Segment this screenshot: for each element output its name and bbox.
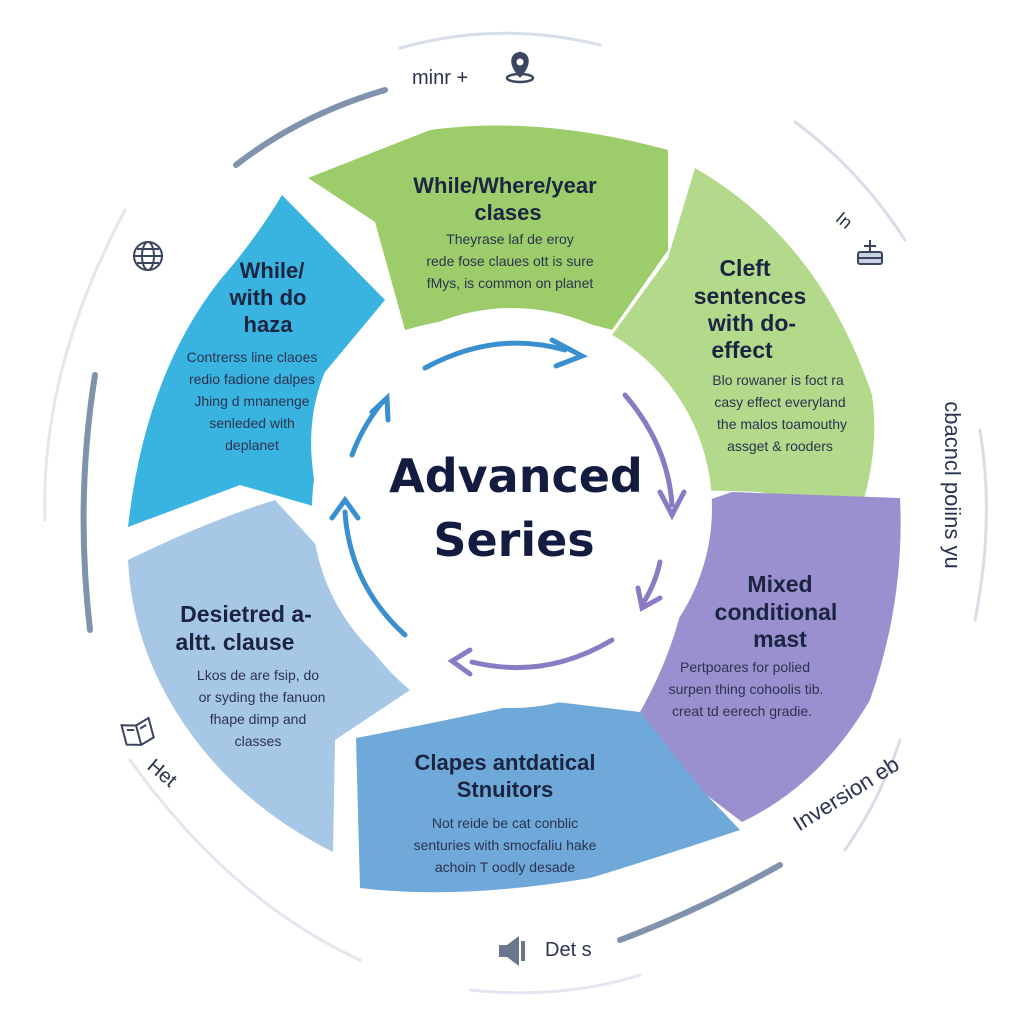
outer-arc-top-right <box>793 120 907 242</box>
segment-description: casy effect everyland <box>714 394 845 410</box>
segment-bottom-text: Clapes antdatical Stnuitors Not reide be… <box>414 750 597 875</box>
segment-description: Theyrase laf de eroy <box>446 231 574 247</box>
segment-description: achoin T oodly desade <box>435 859 576 875</box>
cycle-arrows <box>329 337 687 677</box>
arrow-bottom-head <box>447 647 473 677</box>
hand-icon <box>857 240 883 265</box>
segment-description: fhape dimp and <box>210 711 307 727</box>
segment-description: deplanet <box>225 437 279 453</box>
segment-description: redio fadione dalpes <box>189 371 315 387</box>
segment-left-lower[interactable] <box>128 500 410 852</box>
segment-description: assget & rooders <box>727 438 833 454</box>
segment-title: Desietred a- <box>180 601 312 627</box>
segment-description: senleded with <box>209 415 295 431</box>
segment-left-lower-text: Desietred a- altt. clause Lkos de are fs… <box>176 601 326 749</box>
segment-description: classes <box>235 733 282 749</box>
segment-title: Clapes antdatical <box>415 750 596 775</box>
segment-title: haza <box>244 312 294 337</box>
segment-title: mast <box>753 626 807 652</box>
segment-description: creat td eerech gradie. <box>672 703 812 719</box>
segment-right-upper-text: Cleft sentences with do- effect Blo rowa… <box>694 255 847 454</box>
center-title-line1: Advanced <box>389 449 643 503</box>
outer-label-bottom: Det s <box>545 939 592 961</box>
segment-description: Lkos de are fsip, do <box>197 667 319 683</box>
center-title-line2: Series <box>433 513 594 567</box>
segment-title: clases <box>474 200 541 225</box>
outer-arc-left-outer <box>43 208 127 522</box>
segment-description: fMys, is common on planet <box>427 275 594 291</box>
outer-arc-bottom-right <box>843 738 902 852</box>
arrow-right-lower-head <box>635 585 663 612</box>
segment-top-text: While/Where/year clases Theyrase laf de … <box>413 173 597 291</box>
segment-bottom[interactable] <box>356 700 740 893</box>
arrow-left-upper-head <box>369 392 391 423</box>
segment-description: senturies with smocfaliu hake <box>414 837 597 853</box>
segment-description: surpen thing cohoolis tib. <box>669 681 824 697</box>
arrow-left-lower <box>342 509 408 638</box>
outer-arc-bottom <box>617 862 783 943</box>
segment-description: Pertpoares for polied <box>680 659 810 675</box>
segment-title: altt. clause <box>176 629 295 655</box>
outer-arc-left <box>80 372 98 633</box>
segment-description: Not reide be cat conblic <box>432 815 578 831</box>
arrow-top <box>422 340 568 371</box>
outer-label-top: minr + <box>412 67 468 89</box>
outer-arc-top <box>398 31 602 50</box>
segment-description: Blo rowaner is foct ra <box>712 372 844 388</box>
outer-arc-right <box>973 428 988 622</box>
segment-title: effect <box>711 337 773 363</box>
arrow-left-lower-head <box>329 495 361 521</box>
segment-top[interactable] <box>308 125 668 331</box>
segment-title: While/ <box>240 258 305 283</box>
segment-right-lower-text: Mixed conditional mast Pertpoares for po… <box>669 571 838 719</box>
arrow-top-head <box>549 337 589 369</box>
book-icon <box>120 716 155 746</box>
segment-title: conditional <box>715 599 838 625</box>
segment-left-upper[interactable] <box>128 195 385 527</box>
map-pin-icon <box>505 51 535 84</box>
segment-title: Mixed <box>747 571 812 597</box>
arrow-right <box>622 392 675 508</box>
segment-title: with do- <box>707 310 796 336</box>
segment-title: While/Where/year <box>413 173 597 198</box>
segment-description: Jhing d mnanenge <box>194 393 309 409</box>
center-circle <box>312 308 712 708</box>
segment-title: Cleft <box>719 255 770 281</box>
outer-arc-bottom-outer <box>468 973 642 995</box>
segment-left-upper-text: While/ with do haza Contrerss line claoe… <box>187 258 318 453</box>
outer-arc-bottom-left <box>128 758 362 962</box>
segment-description: or syding the fanuon <box>199 689 326 705</box>
segment-description: rede fose claues ott is sure <box>426 253 594 269</box>
outer-label-top-right: In <box>832 208 856 233</box>
segment-title: with do <box>229 285 307 310</box>
globe-icon <box>133 241 163 271</box>
segment-description: the malos toamouthy <box>717 416 847 432</box>
segment-description: Contrerss line claoes <box>187 349 318 365</box>
segment-title: sentences <box>694 283 807 309</box>
outer-label-right: cbacncl poiins yu <box>940 401 965 569</box>
arrow-right-lower <box>639 559 663 608</box>
segment-title: Stnuitors <box>457 777 554 802</box>
arrow-right-head <box>657 489 687 521</box>
arrow-bottom <box>469 637 615 671</box>
outer-arc-top-left <box>233 87 388 168</box>
segment-right-lower[interactable] <box>640 492 901 822</box>
speaker-icon <box>499 936 525 966</box>
outer-ring <box>43 31 988 995</box>
